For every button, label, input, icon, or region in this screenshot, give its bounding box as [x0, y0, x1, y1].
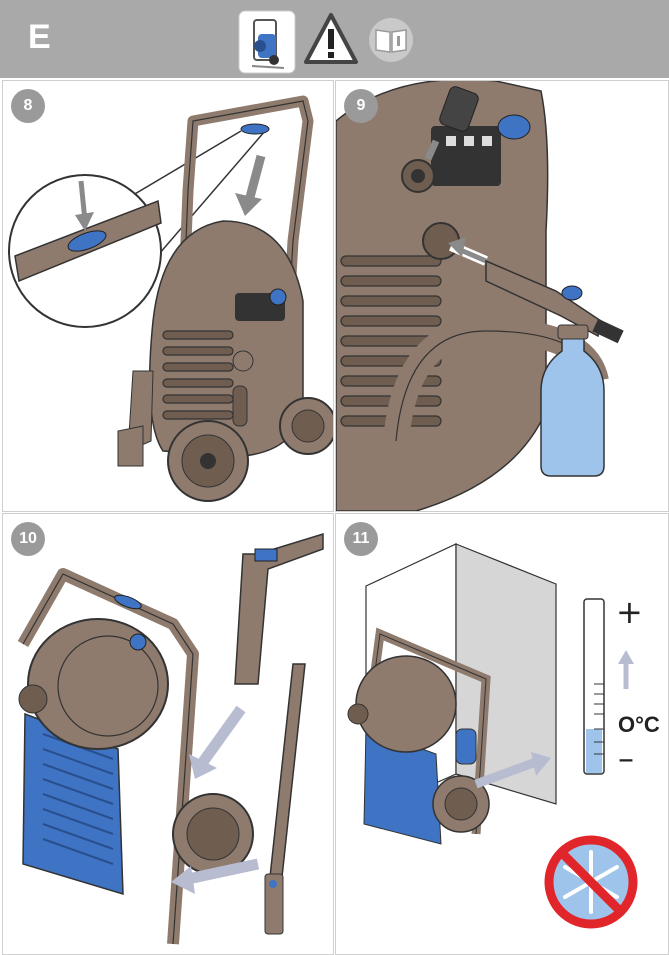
- temperature-minus-symbol: –: [618, 739, 634, 777]
- accessory-attach-illustration: [336, 81, 624, 511]
- lance-storage-illustration: [17, 532, 324, 945]
- step-11-panel: 11: [335, 513, 669, 955]
- indoor-storage-illustration: [347, 543, 638, 929]
- step-number: 9: [344, 89, 378, 123]
- warning-triangle-icon: [303, 12, 359, 71]
- product-illustration-icon: [238, 10, 296, 79]
- handle-unlock-illustration: [8, 95, 333, 502]
- step-number: 10: [11, 522, 45, 556]
- step-10-panel: 10: [2, 513, 334, 955]
- manual-book-icon: [367, 16, 415, 69]
- step-number: 11: [344, 522, 378, 556]
- section-header: E: [0, 0, 669, 81]
- step-8-panel: 8: [2, 80, 334, 512]
- section-letter: E: [28, 18, 51, 56]
- step-number: 8: [11, 89, 45, 123]
- temperature-label: O°C: [618, 712, 660, 737]
- step-9-panel: 9: [335, 80, 669, 512]
- temperature-plus-symbol: +: [616, 593, 643, 631]
